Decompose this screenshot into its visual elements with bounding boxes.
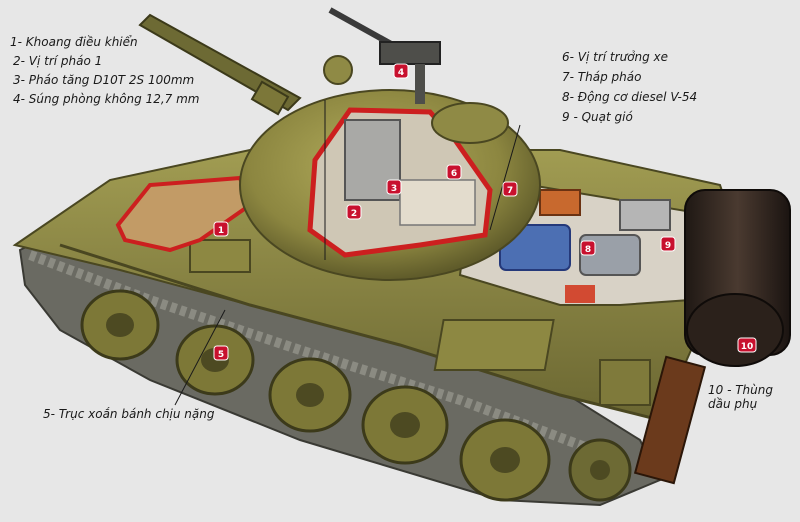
numbered-markers: 1 2 3 4 5 6 7 8 9 10 xyxy=(213,63,757,361)
marker-label: 6 xyxy=(451,169,457,179)
road-wheel xyxy=(268,357,352,433)
marker-10: 10 xyxy=(737,337,757,353)
legend-item-10: 10 - Thùng dầu phụ xyxy=(708,383,773,411)
road-wheel xyxy=(361,385,449,465)
legend-item-2: 2- Vị trí pháo 1 xyxy=(13,54,103,68)
marker-label: 2 xyxy=(351,209,357,219)
marker-5: 5 xyxy=(213,345,229,361)
marker-label: 3 xyxy=(391,184,397,194)
marker-label: 4 xyxy=(398,68,404,78)
legend-item-9: 9 - Quạt gió xyxy=(562,110,633,124)
legend-item-1: 1- Khoang điều khiển xyxy=(10,35,138,49)
main-gun xyxy=(138,13,302,116)
legend-item-3: 3- Pháo tăng D10T 2S 100mm xyxy=(13,73,195,87)
marker-8: 8 xyxy=(580,240,596,256)
legend-item-6: 6- Vị trí trưởng xe xyxy=(562,50,669,64)
auxiliary-fuel-drum xyxy=(633,189,791,485)
marker-2: 2 xyxy=(346,204,362,220)
marker-6: 6 xyxy=(446,164,462,180)
marker-4: 4 xyxy=(393,63,409,79)
pointer-lines xyxy=(174,100,521,406)
legend-item-7: 7- Tháp pháo xyxy=(562,70,642,84)
marker-7: 7 xyxy=(502,181,518,197)
legend-item-5: 5- Trục xoắn bánh chịu nặng xyxy=(43,407,215,421)
road-wheel xyxy=(80,289,160,361)
marker-1: 1 xyxy=(213,221,229,237)
marker-3: 3 xyxy=(386,179,402,195)
legend-item-4: 4- Súng phòng không 12,7 mm xyxy=(13,92,200,106)
marker-label: 10 xyxy=(741,342,754,352)
marker-label: 1 xyxy=(218,226,224,236)
aa-machine-gun xyxy=(328,7,441,104)
marker-label: 5 xyxy=(218,350,224,360)
marker-label: 8 xyxy=(585,245,591,255)
drive-sprocket xyxy=(568,438,632,502)
road-wheel xyxy=(459,418,551,502)
marker-label: 7 xyxy=(507,186,513,196)
marker-label: 9 xyxy=(665,241,671,251)
marker-9: 9 xyxy=(660,236,676,252)
legend-item-8: 8- Động cơ diesel V-54 xyxy=(562,90,698,104)
